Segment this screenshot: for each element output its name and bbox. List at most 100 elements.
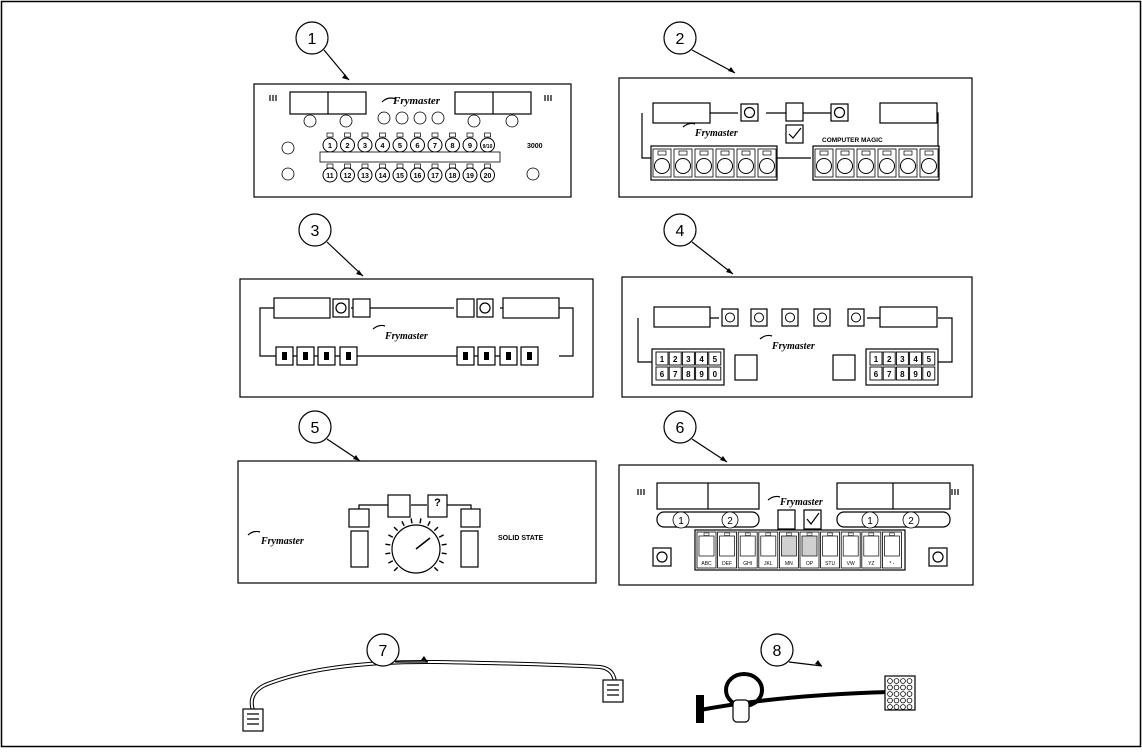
alpha-key-label: ABC bbox=[701, 561, 712, 567]
keypad-key-label: 7 bbox=[673, 370, 678, 379]
ferrite-core bbox=[732, 699, 750, 723]
left-connector bbox=[242, 708, 264, 732]
key-label: 3 bbox=[363, 141, 367, 150]
right-power-switch bbox=[830, 103, 849, 122]
alpha-key: MN bbox=[779, 531, 799, 569]
keypad-key: 7 bbox=[668, 366, 682, 381]
key-label: 9/10 bbox=[483, 144, 493, 150]
button-2-left: 2 bbox=[727, 516, 733, 527]
dial-tick bbox=[441, 543, 447, 546]
keypad-key-label: 8 bbox=[686, 370, 691, 379]
panel-6-brand: Frymaster bbox=[779, 497, 823, 508]
dial-tick bbox=[438, 560, 444, 564]
keypad-key: 5 bbox=[922, 351, 936, 366]
round-key bbox=[736, 148, 756, 178]
indicator-strip bbox=[319, 151, 501, 163]
keypad-key: 6 bbox=[869, 366, 883, 381]
keypad-key: 5 bbox=[708, 351, 722, 366]
callout-number: 4 bbox=[676, 223, 685, 240]
top-button bbox=[781, 308, 799, 327]
left-melt-cycle-icon bbox=[348, 508, 370, 528]
product-key: 7 bbox=[427, 132, 443, 153]
callout-4: 4 bbox=[663, 213, 734, 275]
product-key: 15 bbox=[392, 163, 408, 183]
round-key bbox=[673, 148, 693, 178]
connector-pin bbox=[900, 684, 906, 691]
product-key: 16 bbox=[410, 163, 425, 183]
panel-5-label: SOLID STATE bbox=[498, 535, 544, 542]
key-label: 7 bbox=[433, 141, 437, 150]
top-button bbox=[721, 308, 739, 327]
basket-lift-left-icon bbox=[734, 354, 758, 381]
top-button bbox=[813, 308, 831, 327]
heat-icon-right bbox=[951, 489, 959, 495]
item-8-wiring-harness bbox=[696, 672, 916, 723]
panel-6-keys: ABC DEF GHI JKL MN OP STU VW YZ * - bbox=[694, 529, 906, 571]
function-key bbox=[275, 346, 294, 366]
keypad-key-label: 2 bbox=[887, 355, 892, 364]
connector-pin bbox=[900, 691, 906, 697]
alpha-key: * - bbox=[882, 531, 902, 569]
function-key bbox=[317, 346, 336, 366]
alpha-key-label: VW bbox=[847, 561, 855, 567]
product-key: 11 bbox=[322, 163, 338, 183]
dial-tick bbox=[427, 521, 431, 527]
panel-4-brand: Frymaster bbox=[771, 341, 815, 352]
panel-2-brand: Frymaster bbox=[694, 128, 738, 139]
dial-tick bbox=[385, 543, 391, 546]
alpha-key-label: STU bbox=[825, 561, 835, 567]
connector-pin bbox=[887, 678, 893, 684]
connector-pin bbox=[893, 678, 900, 684]
dial-tick bbox=[419, 518, 422, 524]
item-7-wiring-harness bbox=[242, 659, 624, 732]
keypad-key-label: 2 bbox=[673, 355, 678, 364]
logo-swoosh-icon bbox=[381, 97, 397, 103]
alpha-key-label: DEF bbox=[722, 561, 732, 567]
alpha-key: VW bbox=[840, 531, 861, 569]
dial-pointer bbox=[415, 537, 431, 550]
keypad-key: 7 bbox=[882, 366, 896, 381]
panel-2-computer-magic: Frymaster COMPUTER MAGIC bbox=[618, 77, 973, 198]
down-arrow-button bbox=[505, 114, 519, 128]
alpha-key-label: YZ bbox=[868, 561, 874, 567]
panel-3-controller: Frymaster bbox=[239, 278, 594, 398]
key-label: 5 bbox=[398, 141, 402, 150]
keypad-key-label: 9 bbox=[913, 370, 918, 379]
basket-lift-right-icon bbox=[832, 354, 856, 381]
right-display bbox=[502, 297, 560, 319]
button-1-left: 1 bbox=[678, 516, 684, 527]
alpha-key-label: GHI bbox=[743, 561, 752, 567]
function-key bbox=[339, 346, 358, 366]
panel-3-keys bbox=[275, 346, 539, 366]
thermometer-icon bbox=[777, 509, 796, 530]
connector-pin bbox=[906, 678, 913, 684]
alpha-key: STU bbox=[820, 531, 840, 569]
left-rocker-switch bbox=[350, 530, 369, 568]
callout-number: 3 bbox=[311, 223, 320, 240]
alpha-key-label: OP bbox=[806, 561, 814, 567]
callout-3: 3 bbox=[298, 213, 364, 277]
keypad-key-label: 1 bbox=[874, 355, 879, 364]
key-label: 12 bbox=[344, 173, 352, 180]
round-key bbox=[877, 148, 897, 178]
alpha-key: ABC bbox=[696, 531, 717, 569]
key-label: 20 bbox=[484, 173, 492, 180]
keypad-key: 4 bbox=[909, 351, 923, 366]
connector-pin bbox=[893, 691, 900, 697]
keypad-key-label: 0 bbox=[927, 370, 932, 379]
keypad-key: 1 bbox=[655, 351, 669, 366]
alpha-key: YZ bbox=[861, 531, 882, 569]
top-button bbox=[847, 308, 865, 327]
callout-number: 6 bbox=[676, 420, 685, 437]
key-label: 19 bbox=[466, 173, 474, 180]
callout-7: 7 bbox=[366, 633, 428, 667]
alpha-key-label: JKL bbox=[764, 561, 773, 567]
round-key bbox=[652, 148, 672, 178]
round-key bbox=[919, 148, 939, 178]
keypad-key-label: 4 bbox=[699, 355, 704, 364]
product-key: 17 bbox=[427, 163, 443, 183]
key-label: 4 bbox=[380, 141, 385, 150]
